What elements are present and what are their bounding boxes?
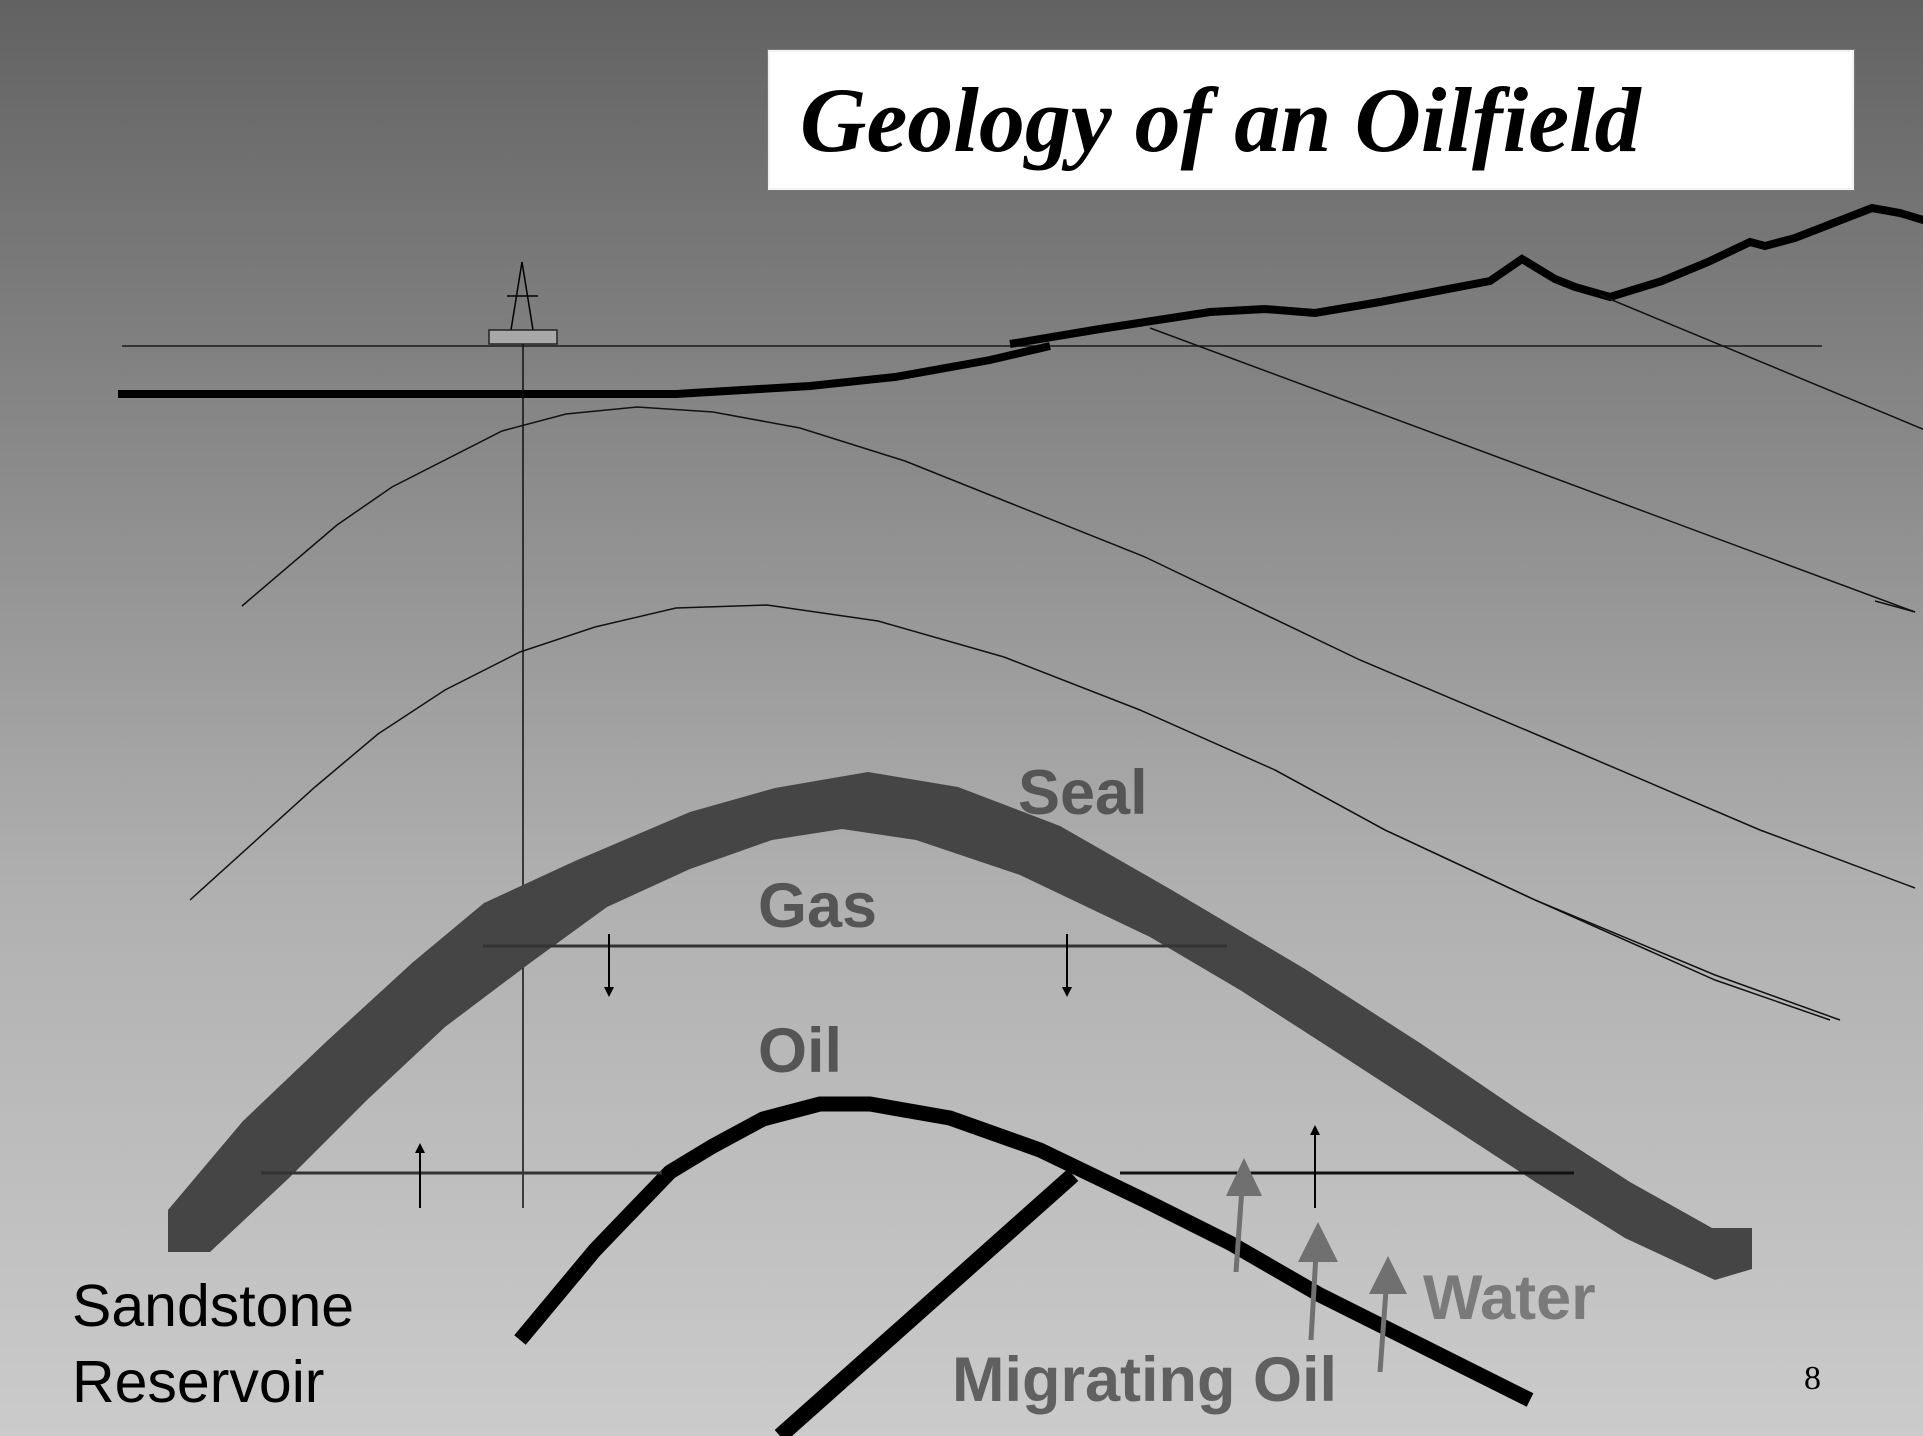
upper-stratum-line	[241, 406, 1916, 889]
water-label: Water	[1423, 1263, 1596, 1333]
stratum-tick	[1874, 600, 1916, 613]
ground-surface	[118, 342, 1051, 398]
migrating-oil-label: Migrating Oil	[952, 1345, 1337, 1415]
gas-label: Gas	[758, 871, 878, 941]
far-dipping-stratum-line	[1599, 294, 1923, 430]
coastline-mountain-profile	[1009, 203, 1923, 348]
sandstone-label-line-1: Sandstone	[72, 1273, 355, 1339]
seal-layer	[168, 772, 1752, 1280]
drilling-rig-icon	[488, 261, 558, 345]
deep-stratum-line	[1274, 769, 1831, 1021]
sandstone-label-line-2: Reservoir	[72, 1349, 325, 1415]
fault-line	[774, 1169, 1079, 1436]
migration-arrow-3	[1369, 1256, 1407, 1373]
slide-title: Geology of an Oilfield	[800, 69, 1641, 171]
page-number: 8	[1804, 1360, 1821, 1397]
sandstone-reservoir-label: Sandstone Reservoir	[72, 1268, 354, 1420]
migration-arrow-1	[1226, 1158, 1262, 1273]
dipping-stratum-line	[1149, 327, 1916, 613]
title-box: Geology of an Oilfield	[767, 49, 1855, 191]
reservoir-top-curve	[514, 1096, 1534, 1407]
seal-label: Seal	[1018, 758, 1148, 828]
migration-arrow-2	[1298, 1222, 1338, 1341]
oil-label: Oil	[758, 1016, 843, 1086]
